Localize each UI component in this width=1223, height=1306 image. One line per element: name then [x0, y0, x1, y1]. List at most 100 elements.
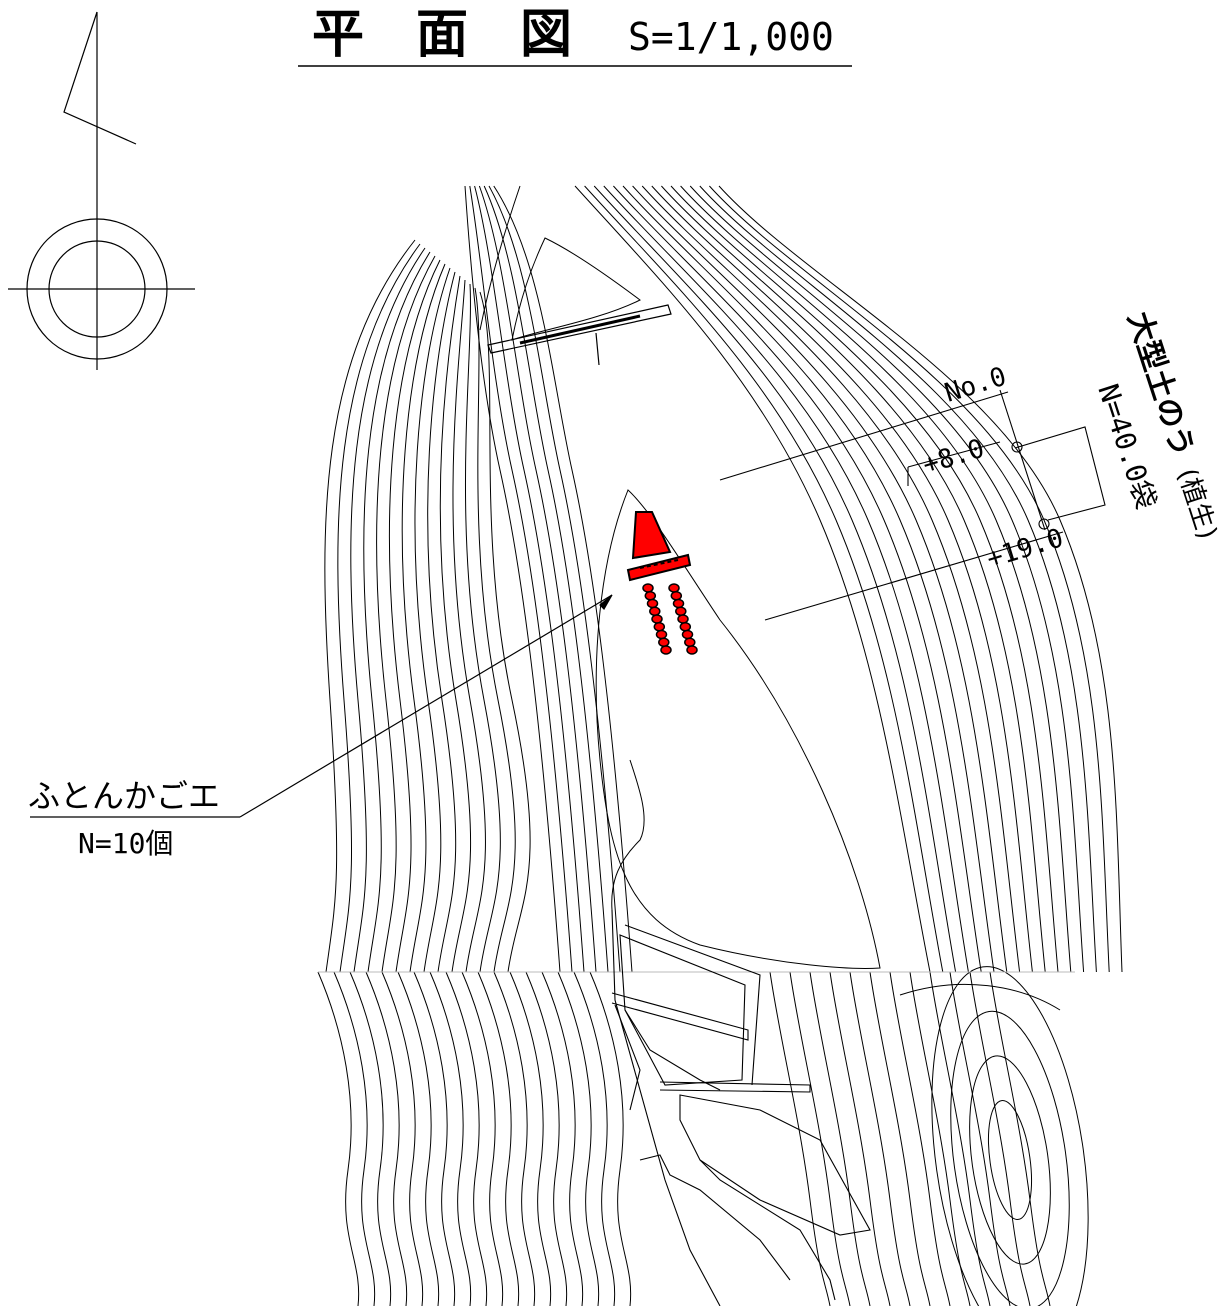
upper-basin-outline: [511, 237, 641, 341]
gabion-basket: [644, 591, 657, 601]
valley-step: [611, 759, 645, 911]
title-scale: S=1/1,000: [628, 15, 834, 59]
gabion-basket: [658, 637, 670, 648]
contour-west: [388, 259, 441, 973]
contour-lower-west: [333, 971, 376, 1306]
gabion-basket: [655, 629, 668, 640]
drawing-title: 平 面 図 S=1/1,000: [298, 5, 852, 67]
contour-ridge-west: [488, 185, 621, 973]
lower-dam-structures: [611, 909, 871, 1306]
gabion-basket: [649, 606, 661, 617]
contour-lower-east: [829, 971, 891, 1306]
contour-west: [414, 267, 451, 973]
contour-hilltop: [969, 1055, 1051, 1265]
gabion-name: ふとんかごエ: [28, 777, 220, 815]
valley-floor-outline: [595, 489, 881, 969]
contour-ridge-west: [478, 185, 597, 973]
gabion-basket: [684, 637, 696, 648]
contour-ridge-west: [493, 185, 633, 973]
contour-east: [718, 185, 1123, 973]
contour-east: [632, 185, 1008, 973]
contour-lower-west: [589, 971, 632, 1306]
contour-east: [574, 185, 931, 973]
gabion-basket: [679, 622, 692, 632]
contour-lower-east: [789, 971, 851, 1306]
title-main: 平 面 図: [312, 5, 572, 65]
contour-west: [401, 263, 446, 973]
contour-west: [452, 279, 486, 973]
upper-dam-structure: [487, 304, 672, 366]
contour-west: [363, 251, 431, 973]
contour-west: [464, 283, 501, 973]
gabion-basket: [653, 622, 666, 632]
contour-lower-west: [557, 971, 600, 1306]
section-lines: [719, 389, 1106, 621]
contour-lower-east: [949, 971, 1011, 1306]
gabion-basket: [646, 598, 659, 609]
contour-west: [474, 287, 516, 973]
contour-lower-west: [445, 971, 488, 1306]
gabion-basket: [672, 598, 685, 609]
contour-east: [709, 185, 1110, 973]
contour-hilltop: [950, 1010, 1070, 1306]
gabion-basket: [681, 629, 694, 640]
north-arrow-icon: [8, 11, 195, 370]
contour-east: [680, 185, 1072, 973]
contour-ridge-west: [464, 185, 561, 973]
contour-lower-west: [317, 971, 360, 1306]
contour-east: [593, 185, 957, 973]
contour-lower-east: [969, 971, 1031, 1306]
contour-west: [439, 275, 472, 973]
contour-lower-east-top: [899, 983, 1061, 1011]
contour-east: [641, 185, 1021, 973]
contour-hilltop: [988, 1100, 1032, 1220]
contour-east: [699, 185, 1097, 973]
contour-lower-west: [397, 971, 440, 1306]
contour-lower-west: [525, 971, 568, 1306]
contour-west: [376, 255, 436, 973]
gabion-structure: [626, 511, 698, 655]
contour-east: [651, 185, 1033, 973]
contour-lower-east: [769, 971, 831, 1306]
contour-lower-west: [413, 971, 456, 1306]
contour-east: [661, 185, 1046, 973]
contour-lower-west: [509, 971, 552, 1306]
contour-lower-west: [573, 971, 616, 1306]
gabion-basket: [642, 583, 654, 593]
contour-west: [427, 271, 457, 973]
contour-west: [324, 239, 416, 973]
contour-east: [603, 185, 969, 973]
contour-lower-west: [493, 971, 536, 1306]
contour-ridge-west: [474, 185, 585, 973]
contour-lower-west: [381, 971, 424, 1306]
contour-lower-east: [989, 971, 1051, 1306]
contour-east: [622, 185, 995, 973]
upper-basin-edge: [479, 185, 521, 331]
contour-lower-west: [365, 971, 408, 1306]
gabion-basket: [660, 645, 672, 655]
contour-east: [670, 185, 1059, 973]
contour-east: [584, 185, 944, 973]
gabion-basket: [651, 614, 663, 624]
contour-lines: [317, 185, 1123, 1306]
contour-west: [479, 291, 531, 973]
contour-lower-west: [541, 971, 584, 1306]
contour-west: [350, 247, 426, 973]
contour-lower-east: [889, 971, 951, 1306]
gabion-leader: [30, 594, 613, 818]
gabion-basket: [686, 645, 698, 655]
contour-lower-east: [869, 971, 931, 1306]
contour-lower-east: [909, 971, 971, 1306]
contour-lower-west: [349, 971, 392, 1306]
gabion-count: N=10個: [78, 827, 173, 860]
contour-lower-east: [849, 971, 911, 1306]
contour-lower-east: [809, 971, 871, 1306]
gabion-basket: [670, 591, 683, 601]
contour-ridge-west: [483, 185, 609, 973]
contour-lower-west: [461, 971, 504, 1306]
section-plus19-label: +19.0: [983, 523, 1067, 575]
contour-ridge-west: [469, 185, 573, 973]
contour-hilltop: [931, 966, 1089, 1306]
contour-west: [337, 243, 421, 973]
